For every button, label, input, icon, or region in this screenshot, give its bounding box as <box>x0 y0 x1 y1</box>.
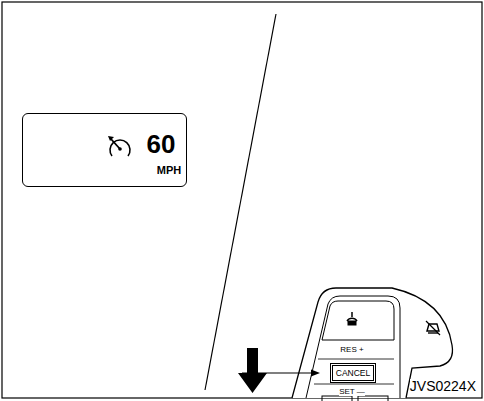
bottom-button <box>322 396 352 401</box>
speed-display: 60MPH <box>22 113 187 187</box>
leader-arrowhead <box>311 370 320 377</box>
push-direction-arrow <box>238 348 267 393</box>
figure-code: JVS0224X <box>410 379 476 393</box>
res-plus-label: RES + <box>340 346 363 354</box>
bottom-button <box>358 396 388 401</box>
button-label: CANCEL <box>336 369 370 378</box>
divider-line <box>205 14 276 390</box>
cancel-button: CANCEL <box>330 363 376 384</box>
button-divider <box>318 359 394 360</box>
switch-panel <box>306 296 400 398</box>
speed-readout: 60 <box>147 131 176 157</box>
frame <box>2 2 482 398</box>
distance-icon <box>426 321 440 335</box>
top-button <box>322 301 394 340</box>
speed-readout: MPH <box>157 165 181 176</box>
set-minus-label: SET — <box>339 388 365 396</box>
speedometer-icon <box>105 132 135 162</box>
button-divider <box>314 384 394 385</box>
cruise-icon <box>347 312 357 325</box>
